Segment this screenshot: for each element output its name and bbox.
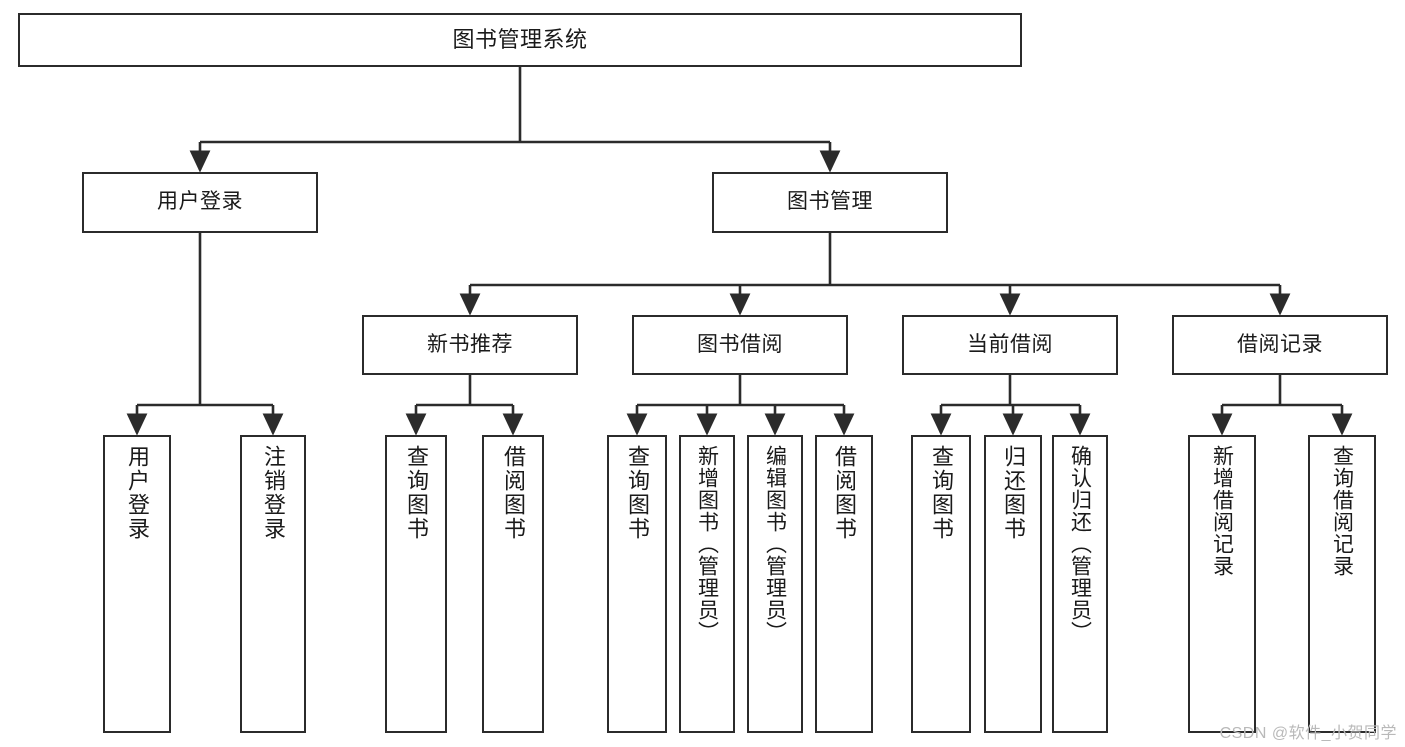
node-l7[interactable]: 编辑图书（管理员） [747, 435, 803, 733]
node-l1[interactable]: 用户登录 [103, 435, 171, 733]
node-label: 查询图书 [404, 445, 429, 541]
node-root[interactable]: 图书管理系统 [18, 13, 1022, 67]
node-label: 当前借阅 [967, 332, 1053, 356]
node-n2a[interactable]: 用户登录 [82, 172, 318, 233]
node-label: 图书管理 [787, 190, 873, 214]
node-label: 图书管理系统 [452, 27, 588, 53]
node-label: 新增图书（管理员） [695, 445, 719, 643]
node-label: 新书推荐 [427, 332, 513, 356]
watermark-text: CSDN @软件_小贺同学 [1219, 725, 1397, 742]
node-l5[interactable]: 查询图书 [607, 435, 667, 733]
node-n3d[interactable]: 借阅记录 [1172, 315, 1388, 375]
node-label: 归还图书 [1001, 445, 1026, 541]
node-l11[interactable]: 确认归还（管理员） [1052, 435, 1108, 733]
node-l2[interactable]: 注销登录 [240, 435, 306, 733]
node-label: 借阅图书 [832, 445, 857, 541]
node-label: 查询借阅记录 [1330, 445, 1354, 577]
node-l10[interactable]: 归还图书 [984, 435, 1042, 733]
node-label: 新增借阅记录 [1210, 445, 1234, 577]
node-l8[interactable]: 借阅图书 [815, 435, 873, 733]
node-l9[interactable]: 查询图书 [911, 435, 971, 733]
node-n3b[interactable]: 图书借阅 [632, 315, 848, 375]
node-label: 图书借阅 [697, 332, 783, 356]
node-l3[interactable]: 查询图书 [385, 435, 447, 733]
node-label: 查询图书 [625, 445, 650, 541]
node-label: 确认归还（管理员） [1068, 445, 1092, 643]
node-n2b[interactable]: 图书管理 [712, 172, 948, 233]
node-label: 用户登录 [125, 445, 150, 541]
node-label: 用户登录 [157, 190, 243, 214]
node-label: 借阅图书 [501, 445, 526, 541]
node-l12[interactable]: 新增借阅记录 [1188, 435, 1256, 733]
node-label: 查询图书 [929, 445, 954, 541]
node-l6[interactable]: 新增图书（管理员） [679, 435, 735, 733]
node-label: 编辑图书（管理员） [763, 445, 787, 643]
node-label: 注销登录 [261, 445, 286, 541]
node-label: 借阅记录 [1237, 332, 1323, 356]
node-l13[interactable]: 查询借阅记录 [1308, 435, 1376, 733]
node-n3a[interactable]: 新书推荐 [362, 315, 578, 375]
node-n3c[interactable]: 当前借阅 [902, 315, 1118, 375]
node-l4[interactable]: 借阅图书 [482, 435, 544, 733]
